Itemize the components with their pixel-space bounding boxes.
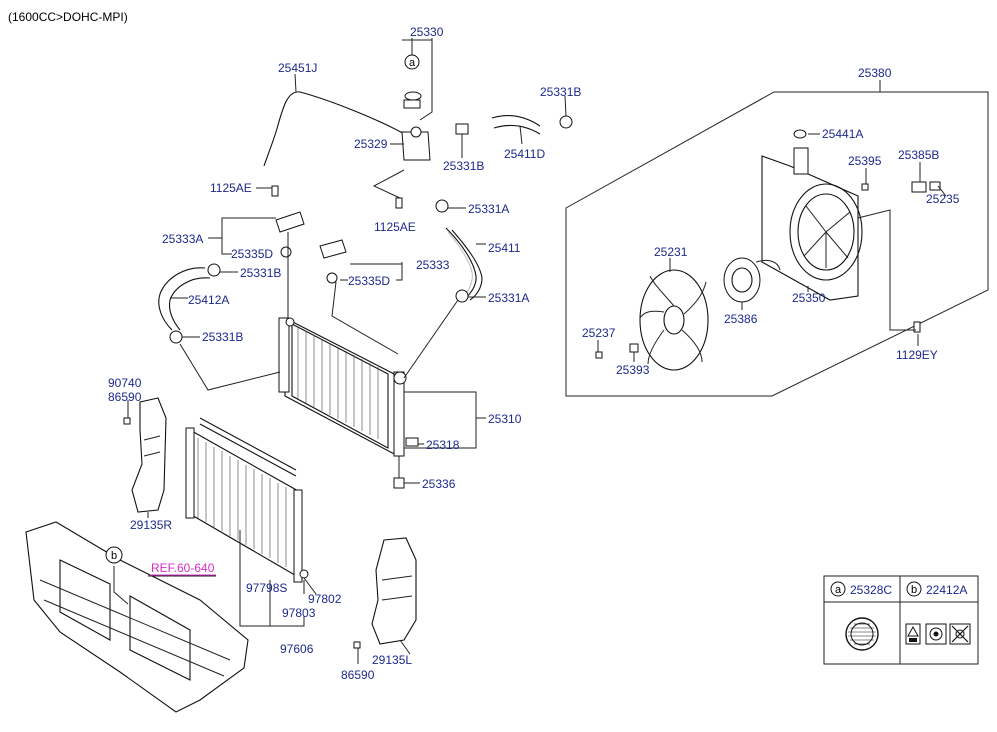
label-97802: 97802: [308, 592, 342, 606]
label-25386: 25386: [724, 312, 758, 326]
fan-shroud-25350: [761, 155, 863, 301]
resistor-25385B: [911, 181, 941, 193]
label-25336: 25336: [422, 477, 456, 491]
clip-25395: [861, 183, 869, 191]
label-25333: 25333: [416, 258, 450, 272]
clamp-25331B-mid: [455, 123, 469, 135]
label-25331B-lower: 25331B: [202, 330, 243, 344]
label-90740: 90740: [108, 376, 142, 390]
label-97803: 97803: [282, 606, 316, 620]
nut-25393: [629, 343, 639, 353]
fan-blade-25231: [639, 269, 709, 371]
label-25350: 25350: [792, 291, 826, 305]
label-1125AE-mid: 1125AE: [374, 220, 416, 234]
bolt-86590-top: [123, 417, 131, 425]
label-25385B: 25385B: [898, 148, 939, 162]
label-25335D-mid: 25335D: [348, 274, 390, 288]
svg-text:b: b: [911, 584, 917, 596]
seal-ring-icon: [845, 617, 879, 651]
label-25393: 25393: [616, 363, 650, 377]
label-25380: 25380: [858, 66, 892, 80]
label-25329: 25329: [354, 137, 388, 151]
hose-25411D: [491, 115, 541, 127]
clamp-25331B-lower: [169, 330, 183, 344]
label-25237: 25237: [582, 326, 616, 340]
svg-text:b: b: [111, 550, 117, 562]
bracket-25333A: [275, 211, 305, 318]
label-25333A: 25333A: [162, 232, 203, 246]
fan-assembly-outline-25380: [565, 91, 989, 397]
air-guard-29135R: [131, 397, 167, 513]
radiator-cap-25330: [404, 91, 422, 101]
label-29135R: 29135R: [130, 518, 172, 532]
clamp-25331B-left: [207, 263, 221, 277]
label-25331B-top: 25331B: [540, 85, 581, 99]
warning-label-icon: [905, 623, 971, 645]
label-97606: 97606: [280, 642, 314, 656]
legend-part-b: 22412A: [926, 583, 967, 597]
clamp-25331B-top: [559, 115, 573, 129]
label-25331A-mid: 25331A: [488, 291, 529, 305]
label-97798S: 97798S: [246, 581, 287, 595]
label-25330: 25330: [410, 25, 444, 39]
carrier-assembly: [25, 521, 249, 713]
washer-25237: [595, 351, 603, 359]
reservoir-cap-25441A: [793, 129, 809, 175]
label-25335D-left: 25335D: [231, 247, 273, 261]
label-25310: 25310: [488, 412, 522, 426]
label-1129EY: 1129EY: [896, 348, 938, 362]
sensor-25318: [405, 437, 419, 447]
hose-25411: [447, 231, 473, 299]
bolt-97802: [299, 569, 309, 579]
bolt-1125AE-left: [271, 185, 279, 197]
svg-text:a: a: [409, 57, 416, 69]
callout-a: a: [404, 54, 420, 70]
clamp-25331A-mid: [455, 289, 469, 303]
legend-table: a 25328C b 22412A: [823, 575, 979, 665]
label-86590-bottom: 86590: [341, 668, 375, 682]
label-25395: 25395: [848, 154, 882, 168]
drain-plug-25336: [393, 456, 405, 489]
label-25441A: 25441A: [822, 127, 863, 141]
condenser-97606: [185, 417, 303, 583]
label-1125AE-left: 1125AE: [210, 181, 252, 195]
hose-25412A: [158, 267, 206, 331]
hose-25411-outline: [445, 227, 477, 301]
label-25235: 25235: [926, 192, 960, 206]
label-86590-top: 86590: [108, 390, 142, 404]
air-guard-29135L: [371, 537, 417, 645]
engine-spec-title: (1600CC>DOHC-MPI): [8, 10, 128, 24]
label-25318: 25318: [426, 438, 460, 452]
legend-part-a: 25328C: [850, 583, 892, 597]
leader-lines: [113, 38, 947, 664]
label-25231: 25231: [654, 245, 688, 259]
legend-callout-b: b: [906, 581, 922, 597]
svg-text:a: a: [835, 584, 842, 596]
breather-hose-25451J: [263, 91, 409, 167]
label-29135L: 29135L: [372, 653, 412, 667]
radiator-25310: [278, 317, 407, 457]
label-25331B-mid: 25331B: [443, 159, 484, 173]
bolt-1125AE-mid: [395, 197, 403, 209]
label-25331B-left: 25331B: [240, 266, 281, 280]
legend-callout-a: a: [830, 581, 846, 597]
clamp-25331A-top: [435, 199, 449, 213]
filler-neck-25329: [401, 99, 431, 161]
label-25451J: 25451J: [278, 61, 317, 75]
callout-b: b: [105, 546, 123, 564]
bolt-86590-bottom: [353, 641, 361, 649]
fan-motor-25386: [723, 257, 781, 303]
bolt-1129EY: [913, 321, 921, 333]
label-25411: 25411: [488, 241, 521, 255]
ref-link[interactable]: REF.60-640: [151, 561, 215, 575]
label-25331A-top: 25331A: [468, 202, 509, 216]
label-25411D: 25411D: [504, 147, 545, 161]
label-25412A: 25412A: [188, 293, 229, 307]
bracket-25333: [319, 239, 347, 284]
